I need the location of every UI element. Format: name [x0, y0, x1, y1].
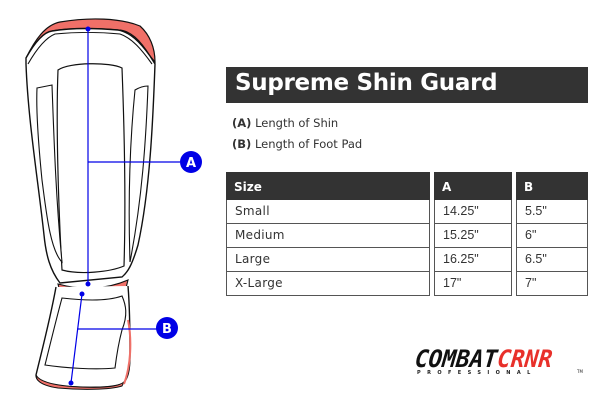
a-column: A 14.25" 15.25" 16.25" 17": [434, 172, 512, 296]
b-column: B 5.5" 6" 6.5" 7": [516, 172, 588, 296]
brand-part2: CRNR: [495, 345, 554, 373]
foot-pad-outline: [35, 285, 131, 389]
table-cell-size: Small: [226, 200, 430, 224]
table-cell-b: 6": [516, 224, 588, 248]
brand-part1: COMBAT: [413, 345, 499, 373]
table-cell-a: 17": [434, 272, 512, 296]
legend-b-text: Length of Foot Pad: [254, 137, 363, 151]
legend-b-key: (B): [232, 137, 252, 151]
table-cell-b: 6.5": [516, 248, 588, 272]
header-size: Size: [226, 172, 430, 200]
legend-a-key: (A): [232, 116, 252, 130]
size-column: Size Small Medium Large X-Large: [226, 172, 430, 296]
brand-wordmark: COMBATCRNR: [414, 345, 554, 373]
svg-text:B: B: [162, 322, 172, 337]
table-cell-a: 15.25": [434, 224, 512, 248]
shin-guard-diagram: A B: [25, 18, 202, 390]
header-a: A: [434, 172, 512, 200]
center-panel: [56, 63, 126, 274]
table-cell-size: X-Large: [226, 272, 430, 296]
table-cell-a: 14.25": [434, 200, 512, 224]
table-cell-a: 16.25": [434, 248, 512, 272]
table-cell-size: Medium: [226, 224, 430, 248]
marker-b-icon: B: [156, 317, 178, 339]
product-title: Supreme Shin Guard: [235, 70, 498, 96]
trademark-mark: TM: [577, 369, 583, 374]
legend-a: (A) Length of Shin: [232, 116, 338, 130]
brand-logo: COMBATCRNR PROFESSIONAL TM: [414, 345, 585, 377]
table-cell-b: 7": [516, 272, 588, 296]
table-cell-size: Large: [226, 248, 430, 272]
table-cell-b: 5.5": [516, 200, 588, 224]
marker-a-icon: A: [180, 151, 202, 173]
svg-text:A: A: [186, 156, 196, 171]
legend-a-text: Length of Shin: [255, 116, 339, 130]
product-title-bar: Supreme Shin Guard: [226, 67, 588, 103]
header-b: B: [516, 172, 588, 200]
brand-tagline: PROFESSIONAL: [417, 370, 537, 376]
legend-b: (B) Length of Foot Pad: [232, 137, 362, 151]
